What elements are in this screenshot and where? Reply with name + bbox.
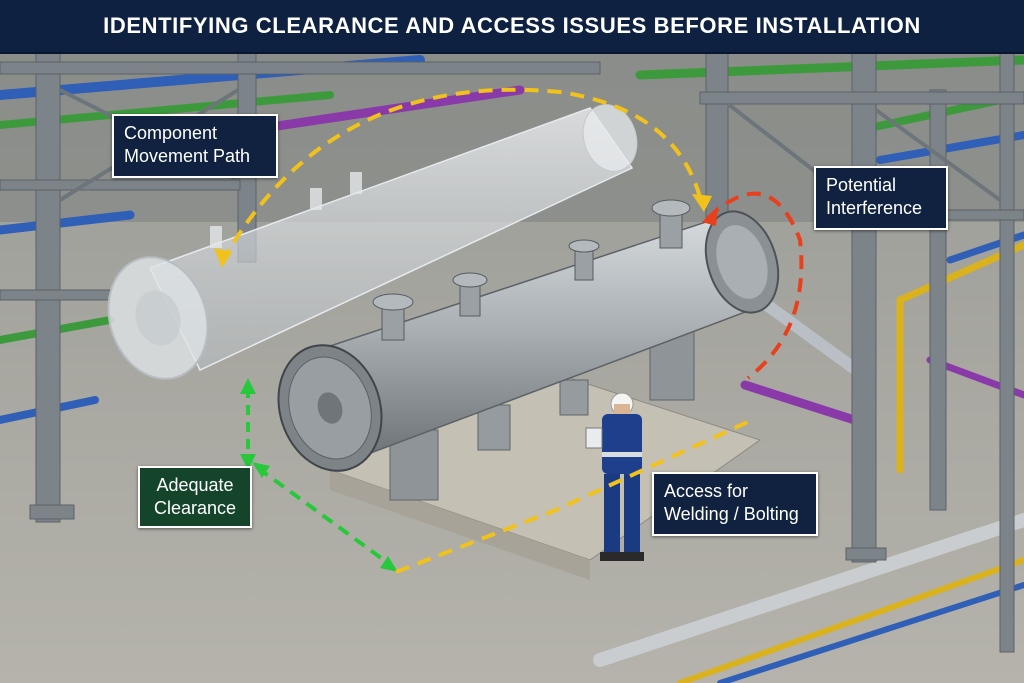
callout-adequate-clearance: Adequate Clearance (138, 466, 252, 528)
callout-line: Welding / Bolting (664, 504, 799, 524)
movement-arrowhead-end (692, 194, 712, 212)
callout-line: Movement Path (124, 146, 251, 166)
callout-line: Adequate (156, 475, 234, 495)
callout-line: Clearance (153, 498, 237, 518)
ghost-exchanger (107, 104, 638, 380)
clearance-arrowhead-right (380, 556, 398, 572)
callout-line: Interference (826, 198, 923, 218)
interference-arc (706, 191, 804, 380)
clearance-arrowhead-up (240, 378, 256, 394)
interference-arrowhead (702, 206, 718, 226)
clearance-diagonal (256, 466, 394, 568)
callout-line: Potential (826, 175, 897, 195)
clearance-arrowhead-left (252, 462, 270, 478)
banner-title: IDENTIFYING CLEARANCE AND ACCESS ISSUES … (103, 13, 921, 38)
title-banner: IDENTIFYING CLEARANCE AND ACCESS ISSUES … (0, 0, 1024, 54)
worker-with-hardhat-icon (585, 392, 644, 561)
access-path (395, 418, 753, 574)
callout-line: Component (124, 123, 218, 143)
movement-arrowhead-start (214, 248, 232, 268)
callout-potential-interference: Potential Interference (814, 166, 948, 230)
callout-line: Access for (664, 481, 749, 501)
heat-exchanger (277, 199, 780, 501)
clearance-arrowhead-down (240, 454, 256, 470)
callout-access-welding-bolting: Access for Welding / Bolting (652, 472, 818, 536)
callout-component-movement-path: Component Movement Path (112, 114, 278, 178)
